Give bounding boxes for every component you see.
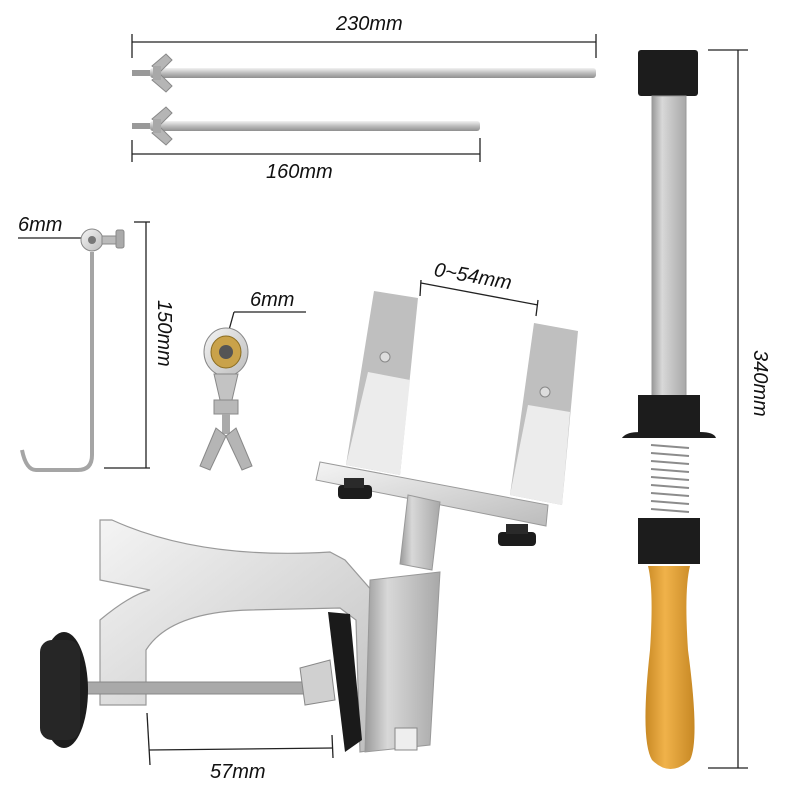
dim-label-rod-end-hole: 6mm (250, 289, 295, 311)
hook-rod (18, 221, 150, 472)
dim-label-short-rod: 160mm (266, 161, 333, 183)
dim-label-sharpener-length: 340mm (749, 350, 771, 417)
sharpening-rod (622, 49, 748, 769)
table-clamp (40, 519, 441, 766)
dim-label-hook-hole: 6mm (18, 214, 63, 236)
rod-end-bearing (199, 311, 306, 471)
dim-label-hook-length: 150mm (153, 300, 175, 367)
jaw-clamp (315, 279, 578, 571)
short-rod (131, 106, 481, 162)
dim-label-long-rod: 230mm (336, 13, 403, 35)
long-rod (131, 34, 597, 93)
dim-label-clamp-opening: 57mm (210, 761, 266, 783)
